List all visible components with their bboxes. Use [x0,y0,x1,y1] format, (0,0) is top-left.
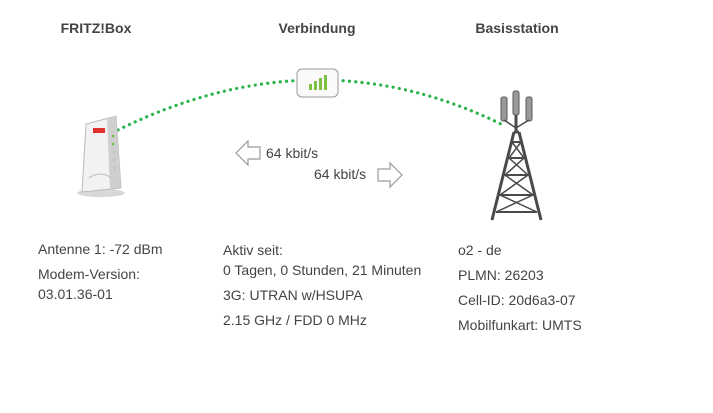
arrow-left-icon [235,139,261,167]
connection-header: Verbindung [278,20,356,36]
fritzbox-router-icon [77,115,125,197]
modem-version-value: 03.01.36-01 [38,286,113,302]
basestation-info: o2 - de PLMN: 26203 Cell-ID: 20d6a3-07 M… [458,241,582,334]
mobile-card-value: Mobilfunkart: UMTS [458,317,582,333]
active-since-label: Aktiv seit: [223,242,283,258]
modem-version-label: Modem-Version: [38,266,140,282]
arrow-right-icon [377,161,403,189]
cell-id-value: Cell-ID: 20d6a3-07 [458,292,576,308]
upstream-rate: 64 kbit/s [314,166,367,182]
provider-name: o2 - de [458,242,502,258]
antenna-signal: Antenne 1: -72 dBm [38,241,163,257]
frequency-value: 2.15 GHz / FDD 0 MHz [223,312,367,328]
connection-link [116,78,507,132]
cell-tower-icon [490,90,543,221]
active-duration: 0 Tagen, 0 Stunden, 21 Minuten [223,262,422,278]
connection-info: Aktiv seit: 0 Tagen, 0 Stunden, 21 Minut… [223,241,421,329]
basestation-header: Basisstation [475,20,559,36]
fritzbox-info: Antenne 1: -72 dBm Modem-Version: 03.01.… [38,240,163,303]
fritzbox-header: FRITZ!Box [60,20,132,36]
downstream-rate: 64 kbit/s [266,145,319,161]
technology-value: 3G: UTRAN w/HSUPA [223,287,363,303]
signal-strength-icon [296,68,339,98]
plmn-value: PLMN: 26203 [458,267,544,283]
